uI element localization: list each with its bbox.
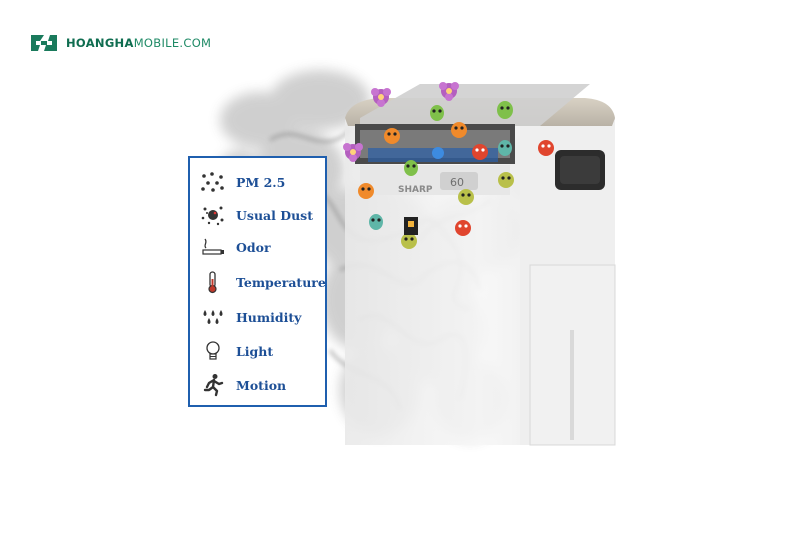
legend-label: Motion — [236, 377, 287, 393]
brand-name: HOANGHAMOBILE.COM — [66, 36, 211, 50]
legend-item-odor: Odor — [200, 235, 271, 259]
sensor-legend: PM 2.5 Usual Dust Odor Temperature Humid… — [188, 156, 327, 407]
hoangha-logo-icon — [31, 35, 57, 51]
legend-item-dust: Usual Dust — [200, 203, 313, 227]
device-brand-label: SHARP — [398, 185, 433, 195]
brand-name-bold: HOANGHA — [66, 36, 134, 50]
legend-item-temperature: Temperature — [200, 270, 326, 294]
brand-logo[interactable]: HOANGHAMOBILE.COM — [28, 32, 211, 54]
germ-purple-1 — [371, 88, 391, 107]
brand-name-rest: MOBILE.COM — [133, 36, 212, 50]
germ-purple-2 — [439, 82, 459, 101]
dust-icon — [200, 203, 226, 227]
legend-label: PM 2.5 — [236, 174, 286, 190]
legend-label: Odor — [236, 239, 271, 255]
legend-label: Temperature — [236, 274, 326, 290]
running-person-icon — [200, 373, 226, 397]
air-purifier-body: SHARP 60 — [345, 84, 616, 446]
germ-particles — [343, 82, 554, 249]
cigarette-icon — [200, 235, 226, 259]
legend-item-motion: Motion — [200, 373, 286, 397]
legend-item-pm25: PM 2.5 — [200, 170, 285, 194]
legend-label: Humidity — [236, 309, 302, 325]
legend-item-humidity: Humidity — [200, 305, 301, 329]
lightbulb-icon — [200, 339, 226, 363]
legend-label: Light — [236, 343, 274, 359]
legend-label: Usual Dust — [236, 207, 313, 223]
legend-item-light: Light — [200, 339, 273, 363]
particles-icon — [200, 170, 226, 194]
thermometer-icon — [200, 270, 226, 294]
droplets-icon — [200, 305, 226, 329]
germ-purple-3 — [343, 143, 363, 162]
device-display-value: 60 — [450, 176, 464, 189]
